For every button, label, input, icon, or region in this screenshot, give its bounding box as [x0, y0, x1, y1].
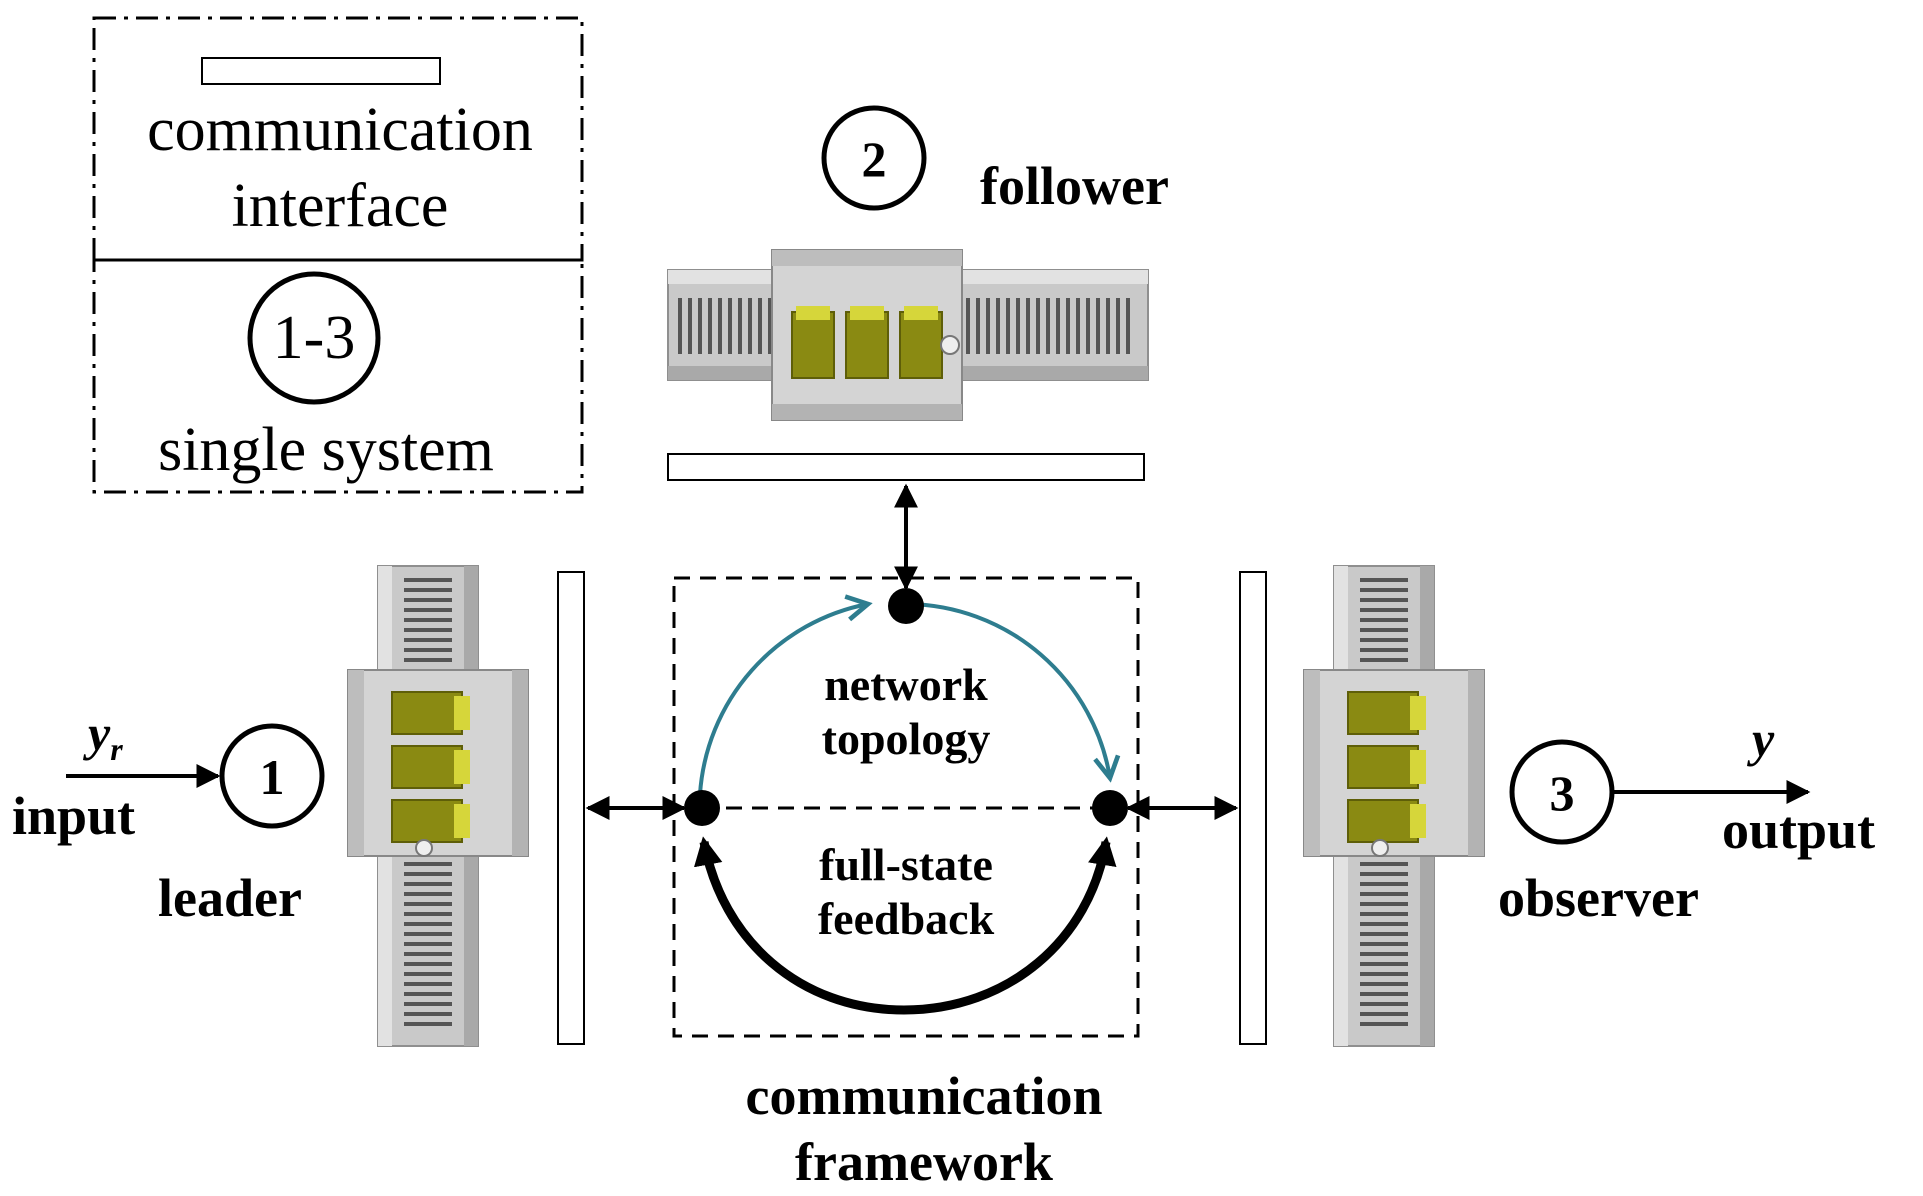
legend-interface-label-line2: interface	[232, 172, 449, 240]
observer-badge-text: 3	[1550, 765, 1575, 821]
framework-title-line2: framework	[795, 1132, 1053, 1192]
input-label: input	[12, 786, 135, 846]
legend-interface-symbol	[201, 57, 441, 85]
legend-single-system-badge	[247, 271, 381, 405]
input-var-y: y	[83, 705, 111, 761]
follower-interface	[667, 453, 1145, 481]
input-var-sub: r	[110, 731, 123, 767]
leader-module-icon	[346, 564, 530, 1048]
output-signal: y output	[1612, 711, 1875, 860]
input-signal: yr input	[12, 705, 221, 846]
follower-badge-text: 2	[862, 131, 887, 187]
output-label: output	[1722, 800, 1875, 860]
leader-badge-text: 1	[260, 749, 285, 805]
network-topology-loop-right	[907, 602, 1110, 778]
legend-single-system-badge-text: 1-3	[273, 304, 356, 372]
node-dot-top	[888, 588, 924, 624]
node-dot-right	[1092, 790, 1128, 826]
follower-module-icon	[666, 248, 1150, 422]
legend-single-system-label: single system	[158, 416, 494, 484]
network-topology-loop-left	[698, 604, 868, 795]
leader-interface	[557, 571, 585, 1045]
observer-module-icon	[1302, 564, 1486, 1048]
feedback-line2: feedback	[818, 893, 995, 944]
observer-interface	[1239, 571, 1267, 1045]
input-variable: yr	[83, 705, 123, 767]
leader-badge	[219, 723, 325, 829]
legend: communication interface 1-3 single syste…	[92, 16, 584, 494]
network-topology-line1: network	[824, 659, 988, 710]
leader-node: 1 leader	[158, 564, 585, 1048]
legend-interface-label-line1: communication	[147, 96, 533, 164]
observer-node: 3 observer	[1239, 564, 1699, 1048]
network-topology-line2: topology	[822, 713, 991, 764]
leader-label: leader	[158, 868, 302, 928]
feedback-loop-left	[694, 836, 905, 1015]
output-variable: y	[1747, 711, 1775, 767]
follower-badge	[821, 105, 927, 211]
observer-label: observer	[1498, 868, 1699, 928]
feedback-loop-right	[903, 836, 1117, 1015]
legend-box-bottom	[92, 258, 584, 494]
framework-title-line1: communication	[746, 1066, 1103, 1126]
node-dot-left	[684, 790, 720, 826]
follower-node: 2 follower	[666, 105, 1169, 481]
feedback-line1: full-state	[819, 839, 993, 890]
follower-label: follower	[980, 156, 1169, 216]
communication-framework: network topology full-state feedback com…	[672, 576, 1140, 1192]
